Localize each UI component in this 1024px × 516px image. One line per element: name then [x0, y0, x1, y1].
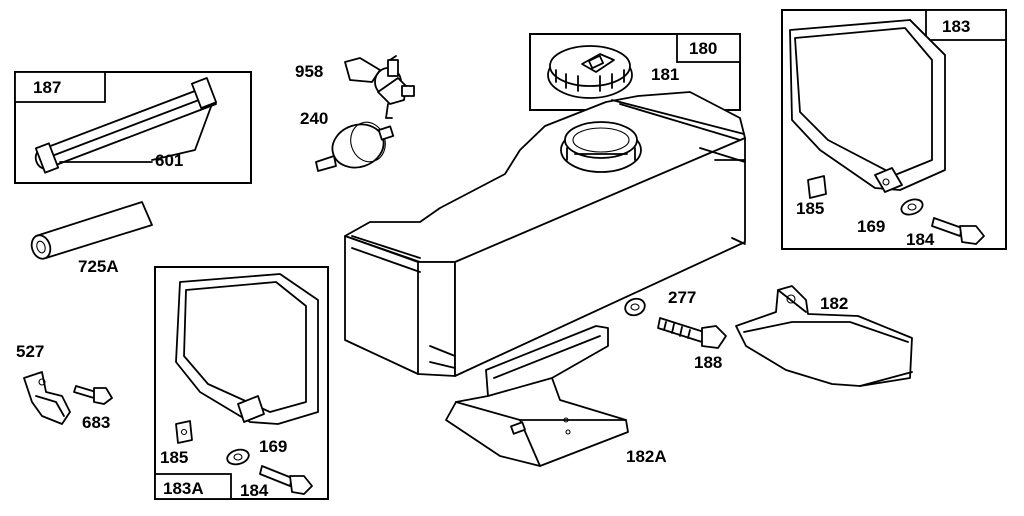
fuel-shutoff-valve-label: 958	[295, 62, 323, 81]
shield-left-part	[175, 273, 319, 425]
lockwasher-left-label: 169	[259, 437, 287, 456]
bracket-clip-label: 527	[16, 342, 44, 361]
screw-small-label: 683	[82, 413, 110, 432]
screw-tank-part: 188	[657, 317, 727, 372]
spacer-right-part	[807, 175, 827, 199]
fuel-cap-part	[547, 45, 633, 99]
hose-kit-box: 187 601	[14, 71, 252, 184]
fuel-cap-box-number: 180	[689, 39, 717, 58]
washer-label: 277	[668, 288, 696, 307]
fuel-cap-label: 181	[651, 65, 679, 84]
fuel-hose-part: 725A	[30, 201, 153, 276]
lockwasher-right-part	[900, 198, 924, 216]
fuel-filter-label: 240	[300, 109, 328, 128]
screw-left-label: 184	[240, 481, 269, 500]
shield-right-box: 183 185 169 184	[781, 9, 1007, 250]
bracket-bottom-part: 182A	[445, 325, 667, 467]
bracket-right-part: 182	[735, 285, 913, 387]
fuel-line-hose	[34, 77, 218, 174]
shield-right-box-number: 183	[942, 17, 970, 36]
screw-right-part	[931, 217, 985, 245]
screw-tank-label: 188	[694, 353, 722, 372]
spacer-right-label: 185	[796, 199, 824, 218]
screw-right-label: 184	[906, 230, 935, 249]
fuel-hose-label: 725A	[78, 257, 119, 276]
fuel-tank	[344, 91, 746, 377]
hose-kit-box-number: 187	[33, 78, 61, 97]
shield-right-part	[789, 19, 946, 193]
hose-clamp-label: 601	[155, 151, 183, 170]
spacer-left-label: 185	[160, 448, 188, 467]
screw-left-part	[259, 465, 313, 495]
shield-left-box: 183A 185 169 184	[154, 266, 329, 500]
bracket-clip-part: 527	[16, 342, 71, 425]
bracket-right-label: 182	[820, 294, 848, 313]
bracket-bottom-label: 182A	[626, 447, 667, 466]
lockwasher-left-part	[226, 448, 250, 466]
lockwasher-right-label: 169	[857, 217, 885, 236]
shield-left-box-number: 183A	[163, 479, 204, 498]
screw-small-part: 683	[73, 385, 113, 432]
fuel-shutoff-valve-part: 958	[295, 55, 415, 119]
fuel-filter-part: 240	[300, 109, 395, 172]
spacer-left-part	[175, 420, 193, 444]
washer-part: 277	[624, 288, 696, 317]
